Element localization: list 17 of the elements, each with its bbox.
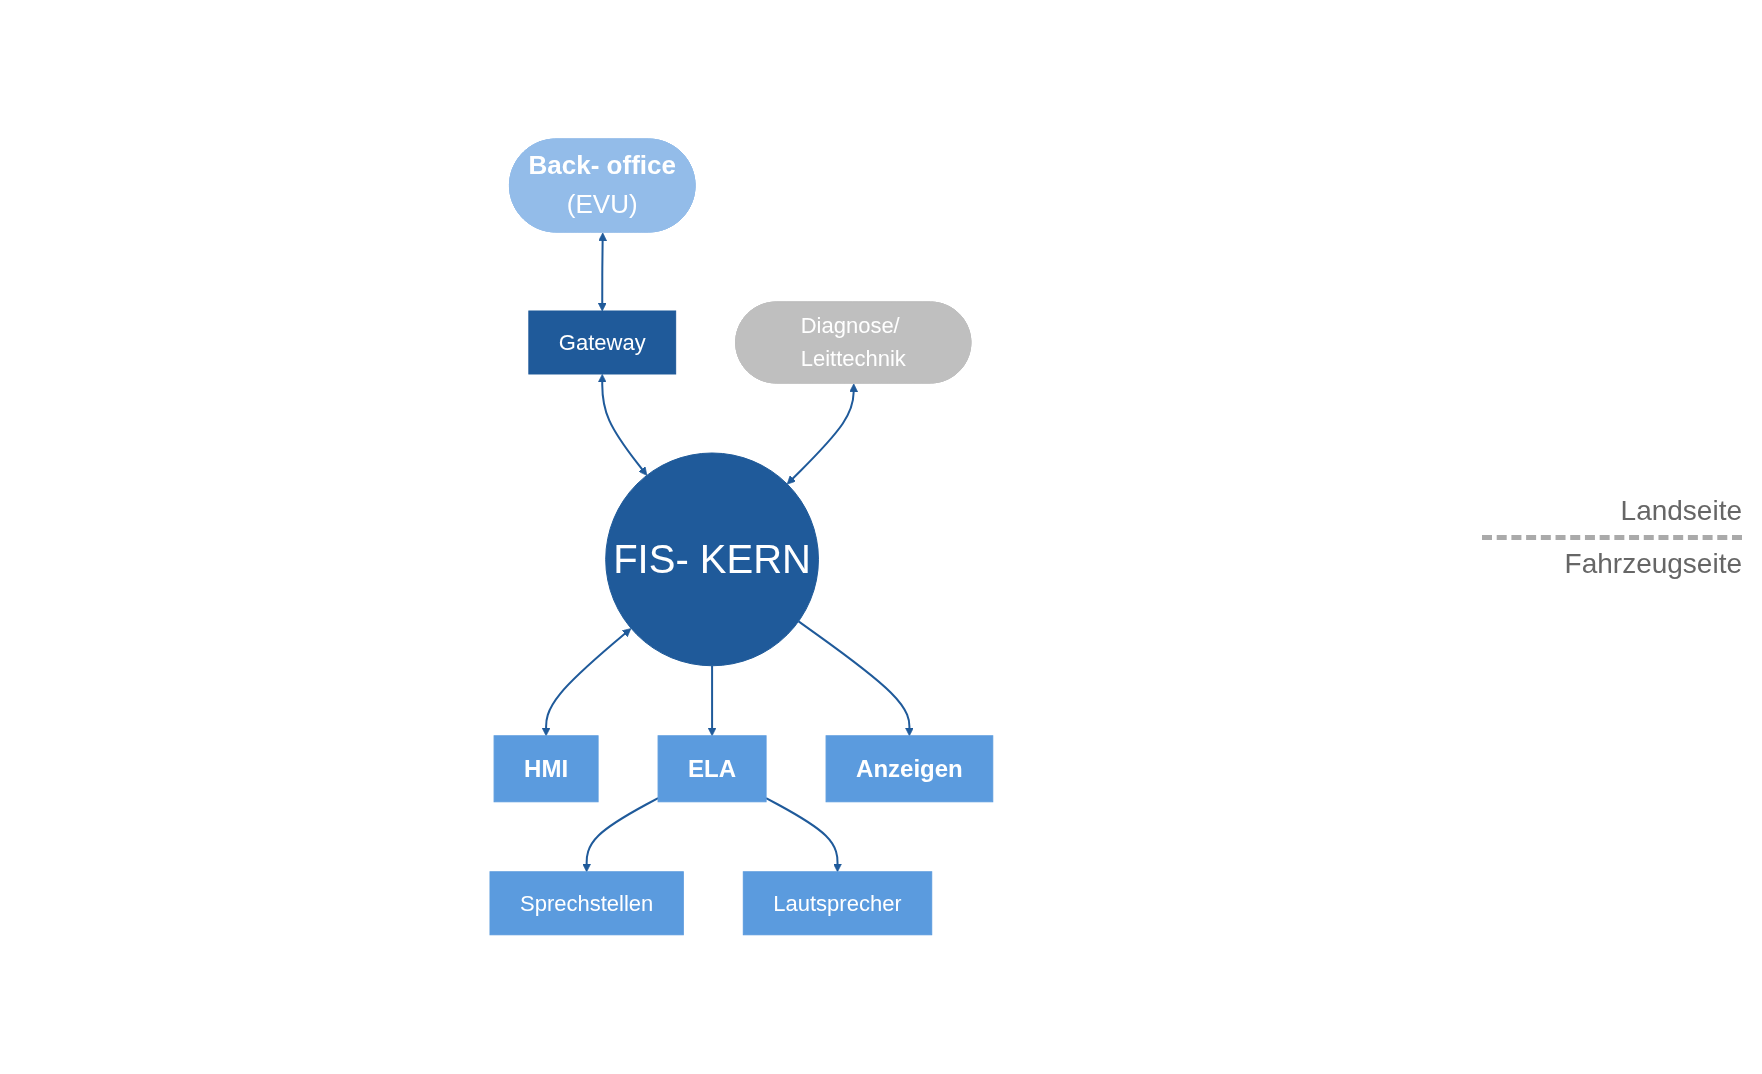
node-box: Lautsprecher (742, 871, 932, 936)
arrow (786, 383, 858, 485)
zone-label: Fahrzeugseite (1563, 547, 1742, 580)
node-box: Gateway (527, 310, 676, 375)
arrow (707, 664, 717, 737)
arrow (581, 797, 659, 873)
arrow (597, 232, 607, 312)
arrow (797, 620, 914, 737)
zone-label: Landseite (1619, 494, 1742, 527)
node-box: HMI (493, 735, 599, 803)
arrow (541, 628, 631, 737)
node-box: Anzeigen (825, 735, 993, 803)
node-box: ELA (657, 735, 767, 803)
node-box: Sprechstellen (489, 871, 684, 936)
arrow (764, 797, 842, 873)
arrow (597, 374, 647, 476)
node-circle: FIS- KERN (604, 452, 819, 667)
